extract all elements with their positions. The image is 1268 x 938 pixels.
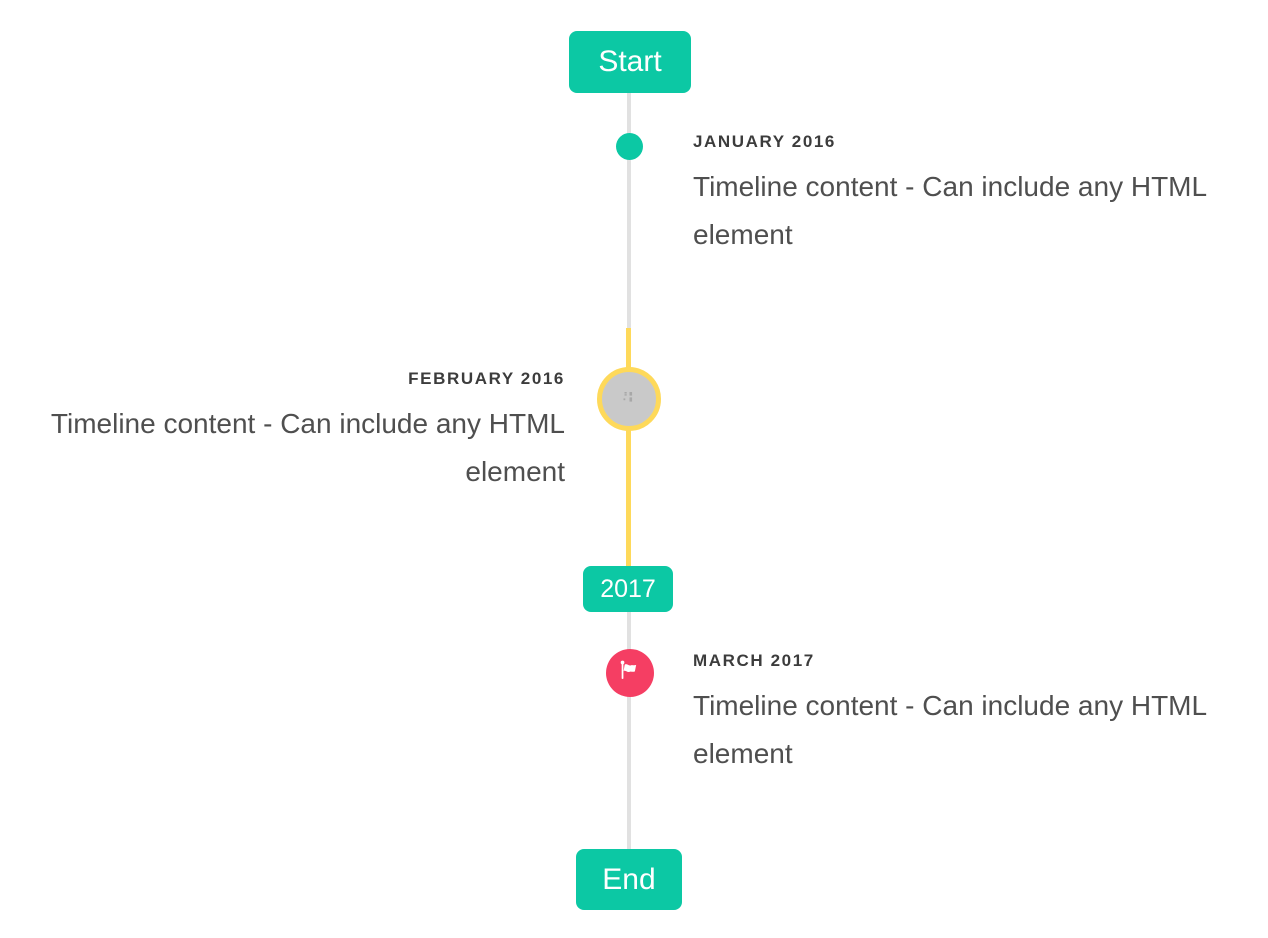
timeline-entry: FEBRUARY 2016 Timeline content - Can inc… (25, 368, 565, 496)
timeline-line-highlight-segment (626, 328, 631, 567)
start-badge-label: Start (598, 45, 662, 78)
broken-image-icon (621, 390, 637, 409)
entry-content: Timeline content - Can include any HTML … (50, 408, 565, 487)
year-badge-label: 2017 (600, 574, 656, 603)
timeline-marker-flag-circle (606, 649, 654, 697)
entry-title: JANUARY 2016 (693, 132, 836, 151)
end-badge-label: End (602, 862, 656, 896)
timeline-marker-image-circle (597, 367, 661, 431)
timeline-entry: MARCH 2017 Timeline content - Can includ… (693, 650, 1233, 778)
entry-title: MARCH 2017 (693, 651, 815, 670)
entry-content: Timeline content - Can include any HTML … (693, 690, 1207, 769)
entry-title: FEBRUARY 2016 (408, 369, 565, 388)
entry-content: Timeline content - Can include any HTML … (693, 171, 1207, 250)
timeline-start-badge[interactable]: Start (569, 31, 691, 93)
timeline-entry: JANUARY 2016 Timeline content - Can incl… (693, 131, 1233, 259)
timeline-marker-dot (616, 133, 643, 160)
flag-icon (617, 658, 643, 689)
timeline-year-badge[interactable]: 2017 (583, 566, 673, 612)
timeline-end-badge[interactable]: End (576, 849, 682, 910)
